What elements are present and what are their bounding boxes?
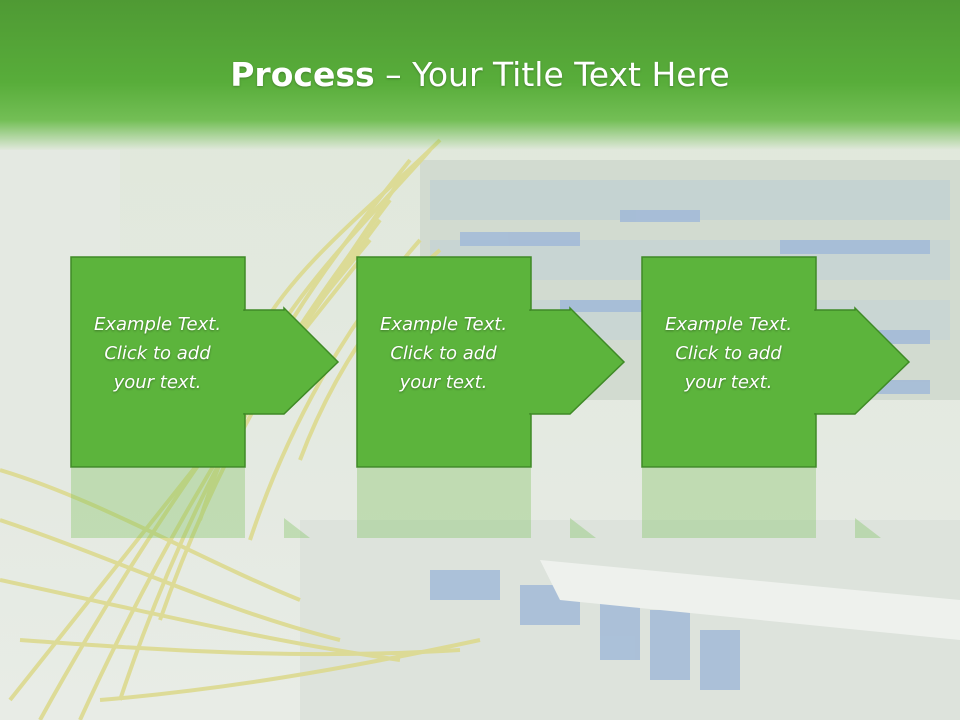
step-text-line-2: Click to add xyxy=(675,343,782,364)
step-text-line-1: Example Text. xyxy=(379,314,508,335)
step-3-reflection xyxy=(641,468,917,538)
step-text-line-2: Click to add xyxy=(390,343,497,364)
step-text-line-1: Example Text. xyxy=(664,314,793,335)
step-text-line-1: Example Text. xyxy=(93,314,222,335)
slide-title[interactable]: Process – Your Title Text Here xyxy=(0,52,960,98)
arrow-callout-shape xyxy=(641,256,911,468)
arrow-callout-shape xyxy=(70,256,340,468)
title-bar xyxy=(0,0,960,150)
process-step-2[interactable]: Example Text. Click to add your text. xyxy=(356,256,632,468)
process-step-3[interactable]: Example Text. Click to add your text. xyxy=(641,256,917,468)
step-text[interactable]: Example Text. Click to add your text. xyxy=(356,310,531,397)
step-1-reflection xyxy=(70,468,346,538)
step-text-line-3: your text. xyxy=(113,372,202,393)
title-rest-text: – Your Title Text Here xyxy=(374,55,730,94)
arrow-callout-shape xyxy=(356,256,626,468)
process-step-1[interactable]: Example Text. Click to add your text. xyxy=(70,256,346,468)
step-text[interactable]: Example Text. Click to add your text. xyxy=(641,310,816,397)
step-text-line-3: your text. xyxy=(399,372,488,393)
step-2-reflection xyxy=(356,468,632,538)
title-bold-text: Process xyxy=(230,55,375,94)
step-text[interactable]: Example Text. Click to add your text. xyxy=(70,310,245,397)
step-text-line-3: your text. xyxy=(684,372,773,393)
step-text-line-2: Click to add xyxy=(104,343,211,364)
